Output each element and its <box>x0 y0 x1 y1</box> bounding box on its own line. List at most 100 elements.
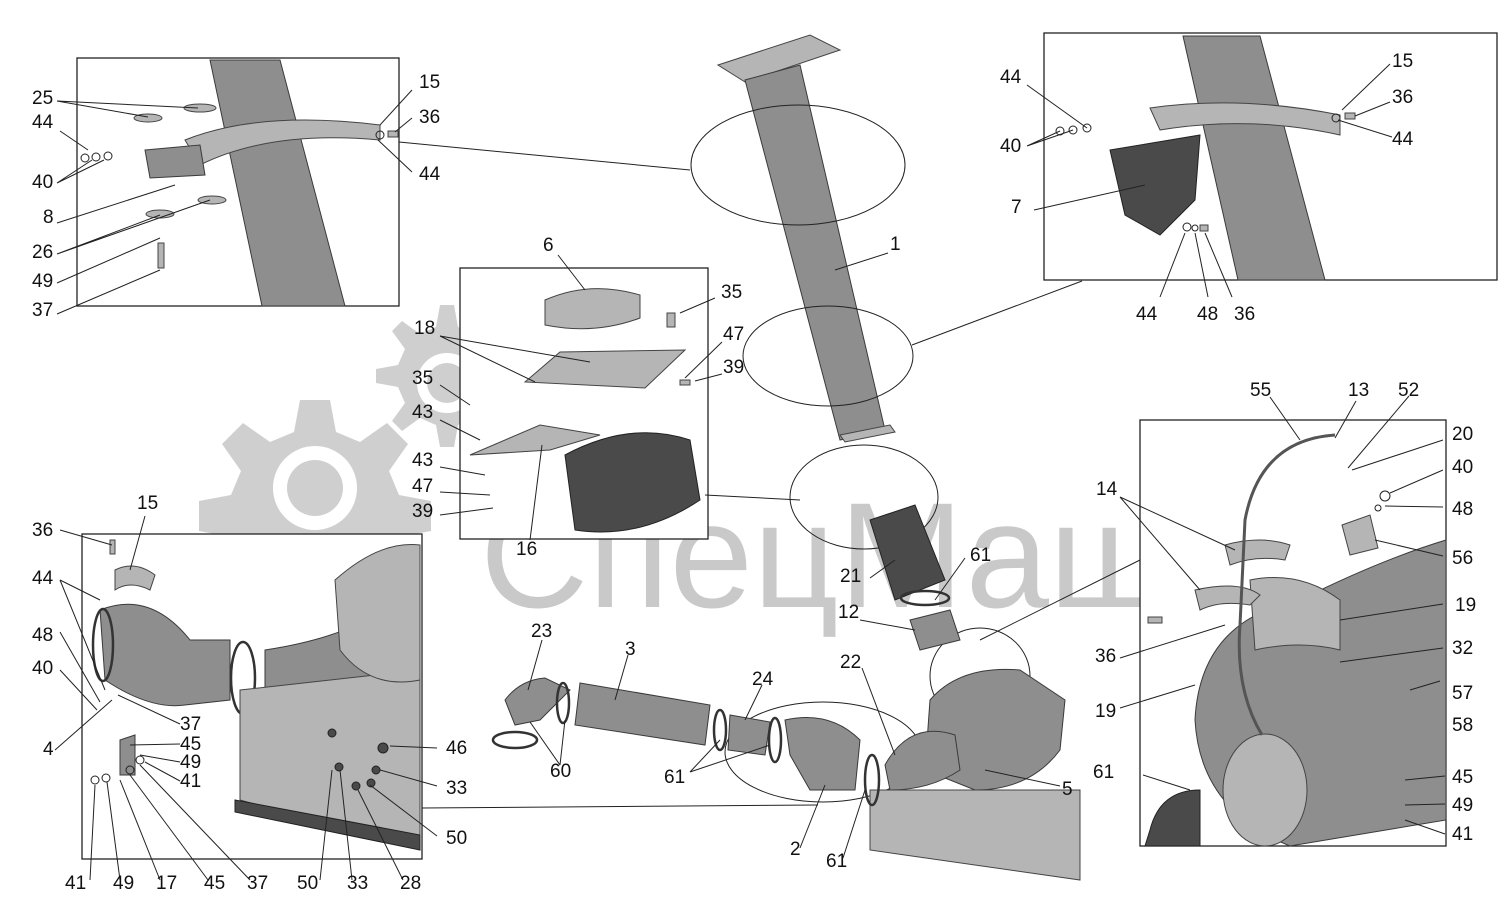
clamp-band <box>184 119 381 166</box>
callout-label: 45 <box>204 873 225 894</box>
callout-label: 60 <box>550 761 571 782</box>
callout-label: 20 <box>1452 424 1473 445</box>
callout-label: 25 <box>32 88 53 109</box>
callout-label: 49 <box>32 271 53 292</box>
callout-label: 19 <box>1095 701 1116 722</box>
callout-label: 58 <box>1452 715 1473 736</box>
callout-label: 55 <box>1250 380 1271 401</box>
callout-label: 44 <box>419 164 441 185</box>
detail-ellipse-upper <box>690 104 906 226</box>
callout-label: 36 <box>1234 304 1255 325</box>
callout-label: 41 <box>65 873 86 894</box>
callout-label: 43 <box>412 450 433 471</box>
callout-label: 26 <box>32 242 53 263</box>
callout-label: 44 <box>32 568 54 589</box>
callout-label: 49 <box>113 873 134 894</box>
callout-label: 49 <box>1452 795 1473 816</box>
callout-label: 17 <box>156 873 177 894</box>
callout-label: 39 <box>412 501 433 522</box>
coupling-24 <box>727 714 771 756</box>
flange-12 <box>909 609 961 651</box>
hose-3 <box>574 682 711 746</box>
callout-label: 2 <box>790 839 801 860</box>
callout-label: 8 <box>43 207 54 228</box>
callout-label: 45 <box>1452 767 1473 788</box>
callout-label: 32 <box>1452 638 1473 659</box>
callout-label: 40 <box>1000 136 1021 157</box>
callout-label: 28 <box>400 873 421 894</box>
callout-label: 52 <box>1398 380 1419 401</box>
callout-label: 61 <box>970 545 991 566</box>
callout-label: 24 <box>752 669 774 690</box>
callout-label: 40 <box>32 172 53 193</box>
callout-label: 18 <box>414 318 435 339</box>
hose-55 <box>1237 433 1336 736</box>
callout-label: 48 <box>1452 499 1473 520</box>
callout-label: 35 <box>412 368 433 389</box>
callout-label: 61 <box>1093 762 1114 783</box>
callout-label: 61 <box>664 767 685 788</box>
callout-label: 41 <box>180 771 201 792</box>
gasket-18 <box>523 349 687 389</box>
callout-label: 36 <box>419 107 440 128</box>
callout-label: 56 <box>1452 548 1473 569</box>
callout-label: 36 <box>1392 87 1413 108</box>
elbow-22 <box>884 730 961 791</box>
callout-label: 19 <box>1455 595 1476 616</box>
callout-label: 43 <box>412 402 433 423</box>
callout-label: 61 <box>826 851 847 872</box>
callout-label: 40 <box>1452 457 1473 478</box>
callout-label: 22 <box>840 652 861 673</box>
exhaust-pipe-1 <box>744 64 886 441</box>
bracket-7 <box>1109 134 1201 236</box>
bracket-8 <box>144 144 206 179</box>
muffler-left <box>334 543 421 683</box>
callout-label: 44 <box>1392 129 1414 150</box>
callout-label: 36 <box>1095 646 1116 667</box>
callout-label: 14 <box>1096 479 1118 500</box>
callout-label: 15 <box>1392 51 1413 72</box>
callout-label: 37 <box>247 873 268 894</box>
callout-label: 33 <box>446 778 467 799</box>
callout-label: 44 <box>1000 67 1022 88</box>
callout-label: 47 <box>412 476 433 497</box>
plate-16 <box>469 424 601 456</box>
callout-label: 1 <box>890 234 901 255</box>
callout-label: 21 <box>840 566 861 587</box>
callout-label: 39 <box>723 357 744 378</box>
callout-label: 50 <box>297 873 318 894</box>
callout-label: 7 <box>1011 197 1022 218</box>
filter-cap-6 <box>544 288 641 330</box>
callout-label: 36 <box>32 520 53 541</box>
callout-label: 37 <box>32 300 53 321</box>
callout-label: 47 <box>723 324 744 345</box>
muffler-5 <box>924 668 1066 791</box>
callout-label: 40 <box>32 658 53 679</box>
mount-plate <box>869 789 1081 881</box>
callout-label: 23 <box>531 621 552 642</box>
callout-label: 33 <box>347 873 368 894</box>
callout-label: 6 <box>543 235 554 256</box>
callout-label: 57 <box>1452 683 1473 704</box>
callout-label: 46 <box>446 738 467 759</box>
callout-label: 48 <box>32 625 53 646</box>
callout-label: 16 <box>516 539 537 560</box>
detail-ellipse-lower <box>742 305 914 407</box>
callout-label: 3 <box>625 639 636 660</box>
pipe-section-left <box>209 59 346 307</box>
callout-label: 44 <box>32 112 54 133</box>
pipe-56 <box>1249 577 1341 651</box>
pipe-top-cap <box>716 34 842 83</box>
callout-label: 45 <box>180 734 201 755</box>
callout-label: 48 <box>1197 304 1218 325</box>
callout-label: 12 <box>838 602 859 623</box>
callout-label: 44 <box>1136 304 1158 325</box>
bellows-21 <box>869 504 946 601</box>
elbow-2 <box>784 717 861 791</box>
callout-label: 5 <box>1062 779 1073 800</box>
elbow-23 <box>504 677 571 726</box>
callout-labels: 25 44 40 8 26 49 37 15 36 44 6 35 18 47 … <box>32 51 1476 894</box>
callout-label: 41 <box>1452 824 1473 845</box>
